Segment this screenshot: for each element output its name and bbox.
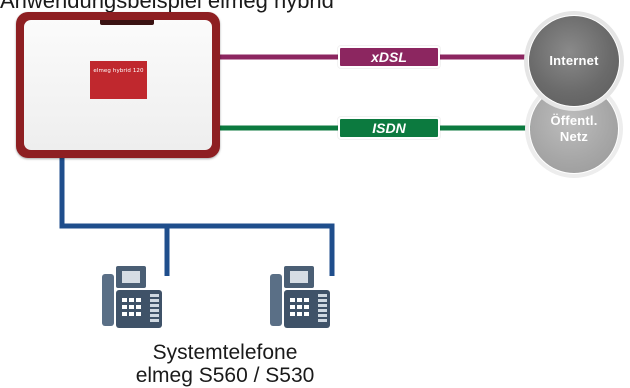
keypad-key: [304, 312, 309, 316]
keypad-key: [122, 312, 127, 316]
phones-caption-line1: Systemtelefone: [152, 341, 298, 364]
function-key: [150, 294, 159, 297]
public-network-label-line2: Netz: [559, 129, 589, 144]
function-key: [318, 294, 327, 297]
keypad-key: [136, 312, 141, 316]
public-network-label-line1: Öffentl.: [550, 113, 598, 128]
keypad-key: [297, 305, 302, 309]
top-caption: Anwendungsbeispiel elmeg hybrid: [0, 0, 334, 13]
router-led-strip: [100, 20, 154, 25]
function-key: [150, 314, 159, 317]
router-front-panel: elmeg hybrid 120: [24, 20, 212, 150]
keypad-key: [129, 312, 134, 316]
display-screen: [290, 271, 308, 283]
keypad-key: [136, 298, 141, 302]
function-key: [150, 319, 159, 322]
function-key: [318, 304, 327, 307]
keypad-key: [297, 312, 302, 316]
keypad-key: [297, 298, 302, 302]
keypad-key: [122, 305, 127, 309]
router-model-label: elmeg hybrid 120: [90, 61, 147, 99]
function-key: [150, 299, 159, 302]
xdsl-label: xDSL: [338, 46, 440, 68]
keypad-key: [304, 305, 309, 309]
keypad-key: [122, 298, 127, 302]
keypad-key: [290, 305, 295, 309]
function-key: [318, 319, 327, 322]
display-screen: [122, 271, 140, 283]
phones-caption: Systemtelefone elmeg S560 / S530: [105, 341, 345, 387]
keypad-key: [129, 298, 134, 302]
keypad-key: [129, 305, 134, 309]
keypad-key: [290, 298, 295, 302]
function-key: [318, 299, 327, 302]
keypad-key: [304, 298, 309, 302]
function-key: [318, 314, 327, 317]
function-key: [150, 309, 159, 312]
phones-line: [59, 158, 335, 276]
internet-node: Internet: [529, 16, 619, 106]
handset: [102, 274, 114, 326]
function-key: [318, 309, 327, 312]
desk-telephone-icon: [270, 266, 330, 328]
keypad-key: [290, 312, 295, 316]
internet-label: Internet: [549, 53, 599, 68]
phones-caption-line2: elmeg S560 / S530: [135, 364, 315, 387]
router-device: elmeg hybrid 120: [16, 12, 220, 158]
keypad-key: [136, 305, 141, 309]
isdn-label: ISDN: [338, 117, 440, 139]
handset: [270, 274, 282, 326]
desk-telephone-icon: [102, 266, 162, 328]
function-key: [150, 304, 159, 307]
